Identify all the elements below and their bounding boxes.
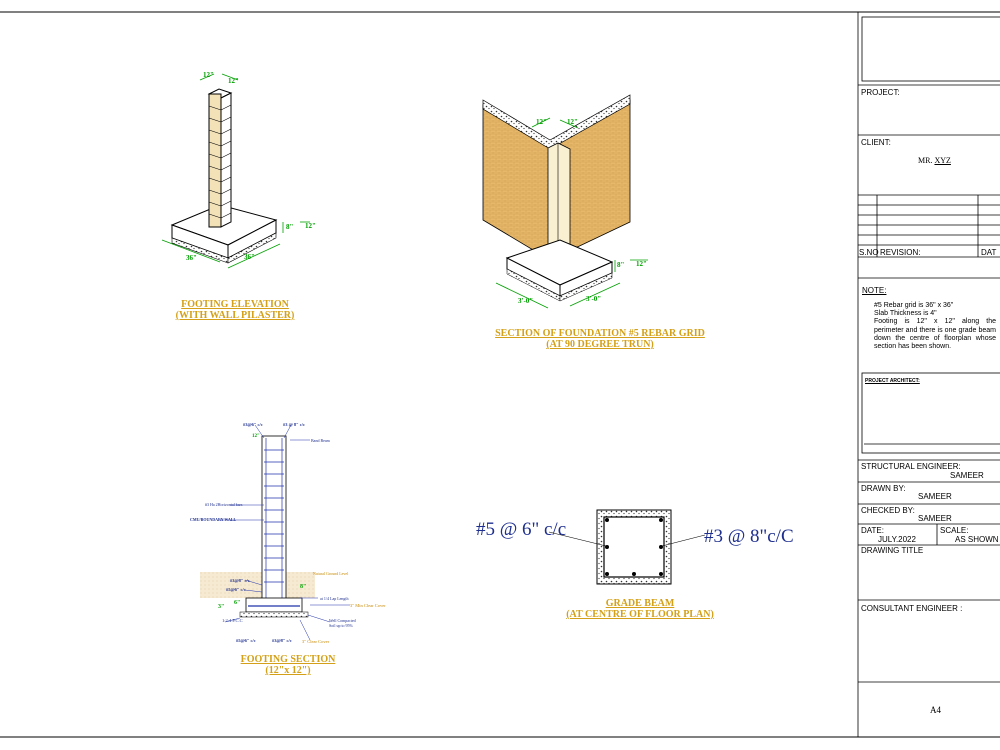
drawn-by-label: DRAWN BY: [861, 484, 906, 493]
sec-dim-5: 3'-0" [518, 297, 533, 305]
revision-label: REVISION: [880, 248, 921, 257]
caption-line-2: (AT CENTRE OF FLOOR PLAN) [566, 609, 714, 620]
caption-line-2: (12"x 12") [265, 665, 311, 676]
note-line: #5 Rebar grid is 36" x 36" [874, 302, 954, 309]
grade-beam-left-label: #5 @ 6" c/c [476, 519, 567, 540]
elev-dim-5: 8" [286, 223, 294, 231]
sec-dim-6: 3'-0" [586, 295, 601, 303]
fs-l2: #5@6" c/c [226, 587, 246, 592]
caption-line-1: FOOTING ELEVATION [181, 299, 289, 310]
title-block-frame [857, 12, 1000, 737]
fs-compacted2: Soil up to 95% [329, 623, 354, 628]
footing-section-caption: FOOTING SECTION (12"x 12") [218, 654, 358, 676]
elev-dim-4: 36" [244, 253, 255, 261]
fs-pcc: 1:2:4 P.C.C [222, 618, 243, 623]
note-line: Footing is 12" x 12" along the perimeter… [874, 318, 996, 351]
fs-cover-bottom: 3" Clear Cover [302, 639, 330, 644]
fs-l1: #3@8" c/c [230, 578, 250, 583]
sec-dim-4: 12" [636, 260, 647, 268]
elev-dim-2: 12" [228, 77, 239, 85]
grade-beam-drawing [548, 509, 706, 585]
client-label: CLIENT: [861, 138, 891, 147]
checked-by-label: CHECKED BY: [861, 506, 915, 515]
sec-dim-2: 12" [567, 118, 578, 126]
date-label: DATE: [861, 526, 884, 535]
footing-elevation-drawing [161, 73, 310, 269]
fs-dim-3: 3" [218, 604, 224, 610]
structural-engineer-label: STRUCTURAL ENGINEER: [861, 462, 961, 471]
fs-wall: CMU/BOUNDARY WALL [190, 517, 237, 522]
client-name-value: MR. XYZ [918, 156, 951, 165]
elev-dim-6: 12" [305, 222, 316, 230]
drawn-by-value: SAMEER [918, 492, 952, 501]
footing-elevation-caption: FOOTING ELEVATION (WITH WALL PILASTER) [150, 299, 320, 321]
fs-lap: at 1/4 Lap Length [320, 596, 349, 601]
fs-ground: Natural Ground Level [313, 571, 349, 576]
fs-top-right: #3 @ 8" c/c [283, 422, 305, 427]
caption-line-2: (AT 90 DEGREE TRUN) [546, 339, 654, 350]
fs-rebar: #3 Ha 2Horizontal bars [205, 502, 243, 507]
checked-by-value: SAMEER [918, 514, 952, 523]
client-prefix: MR. [918, 156, 935, 165]
foundation-section-drawing [482, 94, 648, 309]
fs-top-left: #3@6" c/c [243, 422, 263, 427]
date-value: JULY.2022 [878, 535, 916, 544]
sec-dim-1: 12" [536, 118, 547, 126]
elev-dim-1: 12" [203, 71, 214, 79]
project-architect-label: PROJECT ARCHITECT: [865, 378, 920, 384]
sec-dim-3: 8" [617, 261, 625, 269]
fs-bottom1: #5@6" c/c [236, 638, 256, 643]
sheet-size: A4 [930, 705, 941, 715]
revision-date-label: DAT [981, 248, 997, 257]
caption-line-1: FOOTING SECTION [240, 654, 336, 665]
note-label: NOTE: [862, 286, 887, 295]
caption-line-1: SECTION OF FOUNDATION #5 REBAR GRID [495, 328, 705, 339]
structural-engineer-value: SAMEER [950, 471, 984, 480]
foundation-section-caption: SECTION OF FOUNDATION #5 REBAR GRID (AT … [470, 328, 730, 350]
project-label: PROJECT: [861, 88, 900, 97]
note-body: #5 Rebar grid is 36" x 36" Slab Thicknes… [874, 302, 996, 351]
caption-line-2: (WITH WALL PILASTER) [175, 310, 295, 321]
grade-beam-right-label: #3 @ 8"c/C [704, 526, 794, 547]
caption-line-1: GRADE BEAM [605, 598, 675, 609]
revision-sno: S.NO [859, 248, 879, 257]
fs-dim-top: 12" [252, 434, 260, 439]
consultant-label: CONSULTANT ENGINEER : [861, 604, 963, 613]
fs-dim-8: 8" [300, 584, 306, 590]
fs-cover-top: 3" Min Clear Cover [350, 603, 386, 608]
fs-compacted: Well Compacted [329, 618, 356, 623]
drawing-title-label: DRAWING TITLE [861, 546, 924, 555]
elev-dim-3: 36" [186, 254, 197, 262]
scale-label: SCALE: [940, 526, 969, 535]
footing-section-drawing [200, 424, 350, 641]
client-name: XYZ [934, 156, 951, 165]
fs-bottom2: #3@8" c/c [272, 638, 292, 643]
fs-dim-6: 6" [234, 600, 240, 606]
fs-band-beam: Band Beam [311, 438, 331, 443]
grade-beam-caption: GRADE BEAM (AT CENTRE OF FLOOR PLAN) [545, 598, 735, 620]
scale-value: AS SHOWN [955, 535, 999, 544]
note-line: Slab Thickness is 4" [874, 310, 937, 318]
